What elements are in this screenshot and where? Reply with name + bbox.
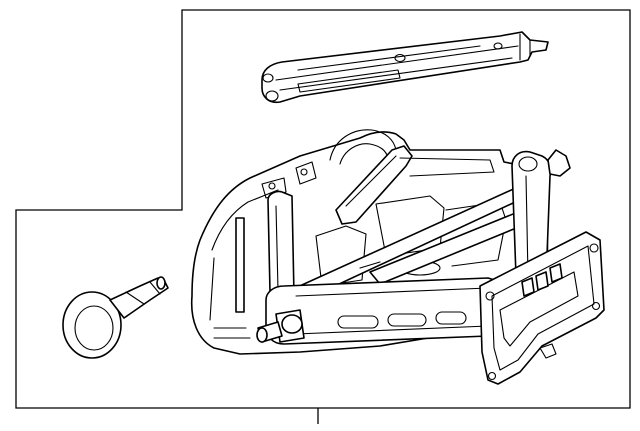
wheel-lug-wrench-eye	[62, 276, 169, 359]
scissor-jack	[256, 149, 605, 385]
jack-handle-extension	[261, 31, 549, 104]
diagram-frame	[15, 9, 631, 409]
